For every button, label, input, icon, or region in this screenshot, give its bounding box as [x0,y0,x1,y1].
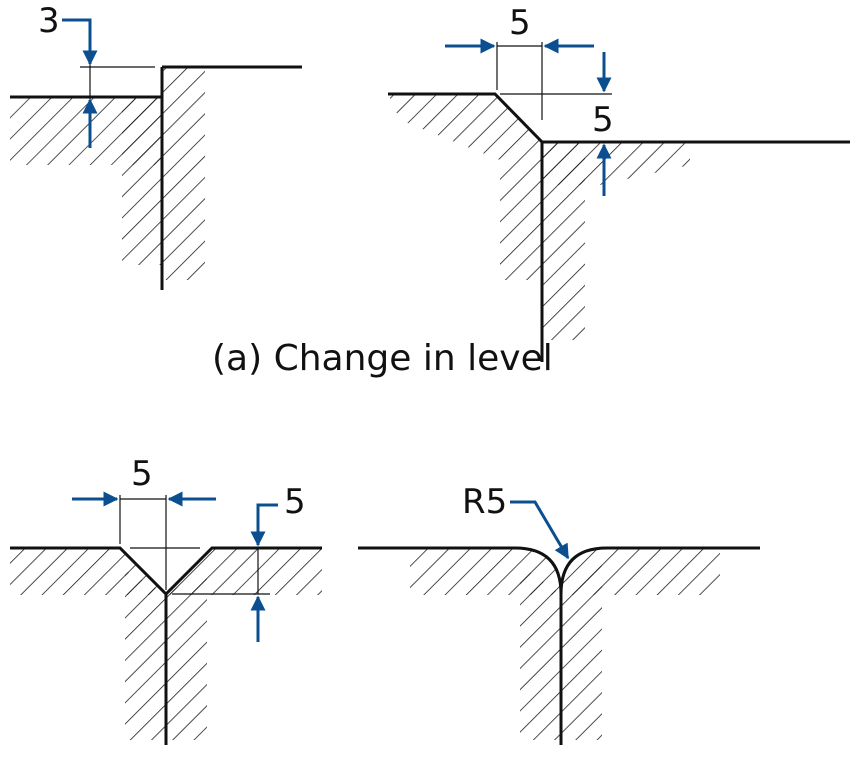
chamfer-depth-label: 5 [592,100,614,140]
chamfer-vertical-hatch-right [542,142,585,340]
step-vertical-hatch-left [122,97,162,265]
v-groove-plate-hatch [10,548,322,595]
step-top-arrow [62,18,98,66]
step-figure: 3 [10,1,302,290]
v-groove-width-label: 5 [131,454,153,494]
chamfer-right-plate-hatch [542,142,690,185]
v-groove-depth-arrow-top [250,503,278,547]
chamfer-left-hatch [388,94,542,280]
radius-figure: R5 [358,482,760,745]
v-groove-figure: 5 5 [10,454,322,745]
chamfer-width-label: 5 [509,3,531,43]
step-vertical-hatch-right [162,67,205,280]
step-dimension-label: 3 [38,1,60,41]
chamfer-step-figure: 5 5 [388,3,850,362]
radius-leader-arrow [510,500,570,560]
v-groove-depth-label: 5 [284,482,306,522]
figure-caption: (a) Change in level [212,338,553,379]
radius-label: R5 [462,482,507,522]
